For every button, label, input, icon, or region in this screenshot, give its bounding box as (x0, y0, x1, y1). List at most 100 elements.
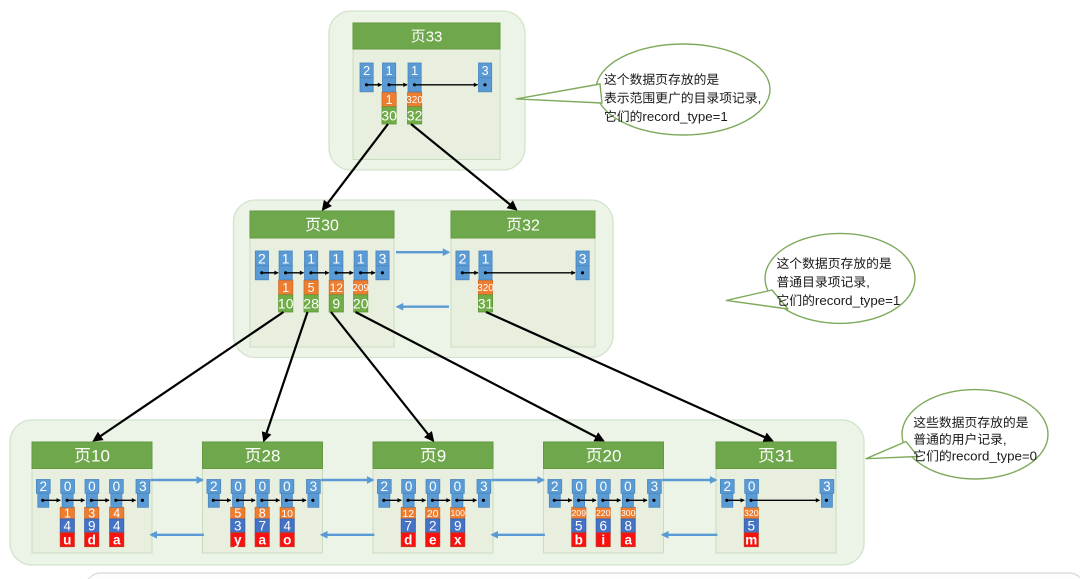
svg-text:20: 20 (353, 295, 369, 311)
svg-text:record_type=1: record_type=1 (642, 109, 727, 124)
svg-text:209: 209 (352, 283, 369, 294)
svg-text:0: 0 (429, 479, 437, 494)
svg-text:0: 0 (575, 479, 583, 494)
svg-text:2: 2 (724, 479, 732, 494)
svg-text:x: x (454, 533, 462, 548)
svg-text:,: , (758, 91, 762, 106)
svg-text:3: 3 (379, 250, 387, 266)
svg-text:m: m (745, 533, 757, 548)
svg-text:1: 1 (282, 250, 290, 266)
svg-text:31: 31 (478, 295, 494, 311)
svg-text:u: u (63, 533, 71, 548)
svg-text:5: 5 (575, 519, 583, 534)
svg-text:100: 100 (450, 508, 465, 518)
svg-text:b: b (575, 533, 583, 548)
svg-text:1: 1 (357, 250, 365, 266)
svg-text:o: o (283, 533, 291, 548)
svg-text:3: 3 (480, 479, 488, 494)
svg-text:0: 0 (259, 479, 267, 494)
svg-text:2: 2 (429, 519, 437, 534)
svg-text:30: 30 (381, 107, 397, 123)
svg-text:4: 4 (283, 519, 291, 534)
svg-text:10: 10 (91, 446, 110, 465)
svg-text:2: 2 (258, 250, 266, 266)
svg-text:0: 0 (64, 479, 72, 494)
svg-text:1: 1 (64, 507, 71, 521)
svg-text:6: 6 (599, 519, 607, 534)
svg-text:2: 2 (40, 479, 48, 494)
svg-text:9: 9 (454, 519, 462, 534)
svg-text:0: 0 (624, 479, 632, 494)
svg-text:28: 28 (262, 446, 281, 465)
svg-text:0: 0 (454, 479, 462, 494)
svg-text:2: 2 (381, 479, 389, 494)
svg-text:320: 320 (477, 283, 494, 294)
svg-text:320: 320 (406, 95, 423, 106)
svg-text:1: 1 (482, 250, 490, 266)
svg-text:,: , (866, 275, 870, 290)
svg-text:20: 20 (603, 446, 622, 465)
svg-text:12: 12 (330, 281, 344, 295)
svg-text:3: 3 (234, 519, 242, 534)
svg-text:300: 300 (621, 508, 636, 518)
svg-text:a: a (258, 533, 266, 548)
svg-text:a: a (113, 533, 121, 548)
svg-text:5: 5 (234, 507, 241, 521)
svg-text:,: , (1003, 432, 1007, 447)
svg-text:1: 1 (332, 250, 340, 266)
svg-text:3: 3 (139, 479, 147, 494)
svg-text:5: 5 (748, 519, 756, 534)
svg-text:4: 4 (64, 519, 72, 534)
svg-text:3: 3 (651, 479, 659, 494)
svg-text:1: 1 (282, 281, 289, 295)
svg-text:4: 4 (113, 519, 121, 534)
svg-text:3: 3 (88, 507, 95, 521)
svg-text:209: 209 (572, 508, 587, 518)
svg-text:9: 9 (437, 446, 446, 465)
svg-text:12: 12 (402, 508, 414, 520)
svg-text:1: 1 (386, 64, 393, 78)
svg-text:2: 2 (459, 250, 467, 266)
svg-text:0: 0 (113, 479, 121, 494)
svg-text:2: 2 (551, 479, 559, 494)
svg-text:0: 0 (234, 479, 242, 494)
svg-text:10: 10 (278, 295, 294, 311)
svg-text:d: d (404, 533, 412, 548)
svg-text:3: 3 (310, 479, 318, 494)
svg-text:30: 30 (321, 217, 339, 234)
svg-text:3: 3 (579, 250, 587, 266)
svg-text:a: a (624, 533, 632, 548)
svg-text:4: 4 (113, 507, 120, 521)
svg-text:1: 1 (411, 64, 418, 78)
svg-text:2: 2 (210, 479, 218, 494)
svg-text:32: 32 (407, 107, 423, 123)
svg-text:2: 2 (363, 64, 370, 78)
svg-text:0: 0 (600, 479, 608, 494)
svg-text:7: 7 (258, 519, 266, 534)
svg-text:3: 3 (823, 479, 831, 494)
svg-text:8: 8 (624, 519, 632, 534)
svg-text:320: 320 (744, 508, 759, 518)
svg-text:7: 7 (405, 519, 413, 534)
svg-text:8: 8 (259, 507, 266, 521)
svg-text:0: 0 (748, 479, 756, 494)
svg-text:10: 10 (281, 508, 293, 520)
svg-text:20: 20 (427, 508, 439, 520)
svg-text:5: 5 (308, 281, 315, 295)
svg-text:d: d (88, 533, 96, 548)
svg-text:31: 31 (775, 446, 794, 465)
svg-text:record_type=0: record_type=0 (952, 449, 1037, 464)
svg-text:3: 3 (482, 64, 489, 78)
svg-text:33: 33 (426, 28, 443, 45)
svg-text:record_type=1: record_type=1 (815, 293, 900, 308)
svg-text:0: 0 (405, 479, 413, 494)
svg-text:32: 32 (522, 217, 540, 234)
svg-text:9: 9 (332, 295, 340, 311)
svg-text:0: 0 (283, 479, 291, 494)
svg-text:28: 28 (303, 295, 319, 311)
svg-text:1: 1 (386, 93, 393, 107)
svg-text:i: i (601, 533, 605, 548)
svg-text:y: y (234, 533, 242, 548)
svg-text:220: 220 (596, 508, 611, 518)
svg-text:1: 1 (307, 250, 315, 266)
